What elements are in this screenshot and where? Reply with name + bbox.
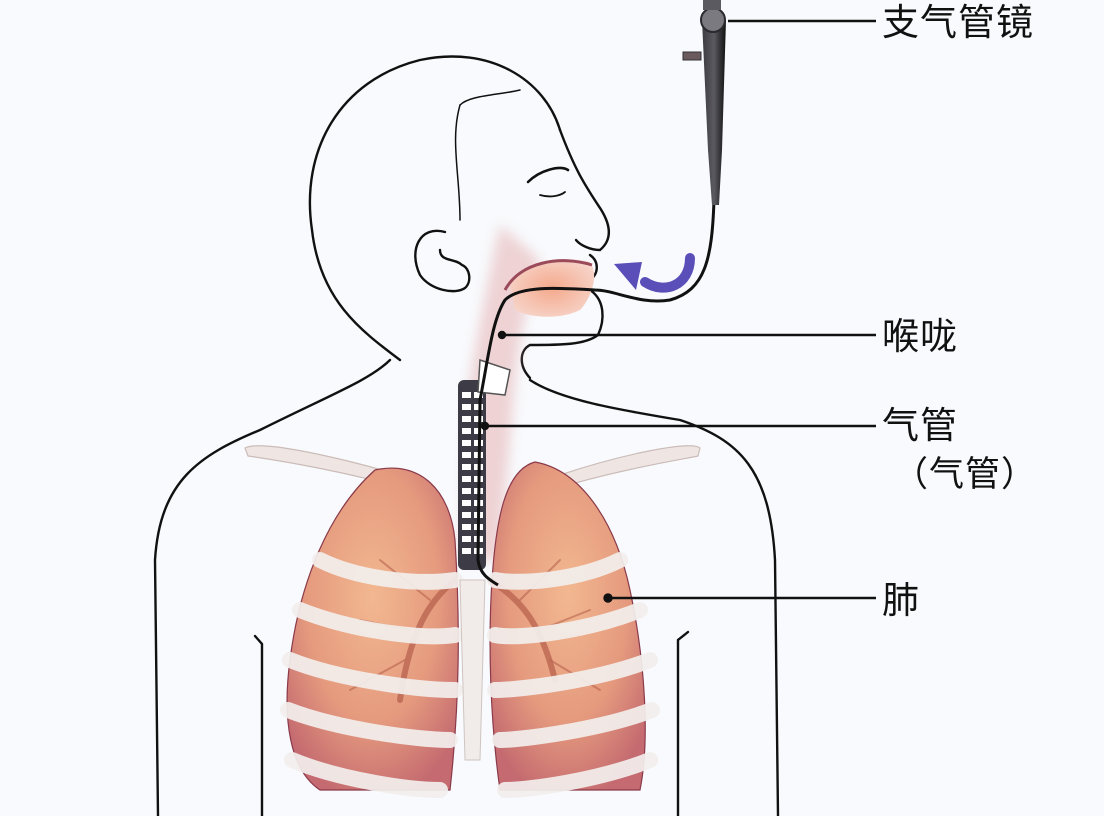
body-outline	[153, 55, 780, 816]
scope-eyepiece	[700, 7, 726, 33]
head-outline	[308, 55, 562, 362]
label-bronchoscope: 支气管镜	[882, 1, 1034, 44]
label-lung: 肺	[882, 579, 920, 622]
scope-cable	[476, 199, 716, 587]
insertion-arrow-icon	[614, 253, 695, 293]
eye	[526, 166, 570, 184]
ribs	[280, 552, 660, 798]
bronchoscope	[476, 0, 726, 587]
ear	[414, 229, 471, 293]
scope-port	[682, 51, 702, 61]
face-profile	[558, 128, 610, 252]
leader-lines	[480, 19, 876, 603]
sternum	[459, 579, 486, 761]
label-throat: 喉咙	[882, 315, 958, 358]
label-trachea: 气管	[882, 404, 958, 447]
label-trachea-alt: （气管）	[893, 455, 1038, 495]
scope-handle	[702, 20, 726, 205]
